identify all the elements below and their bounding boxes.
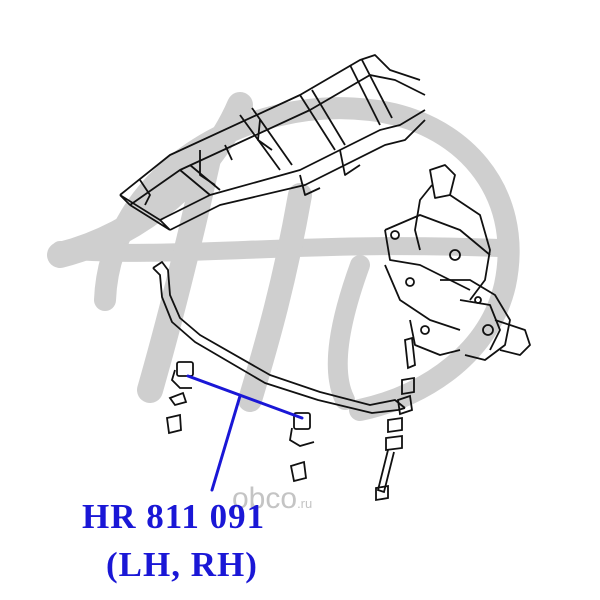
- part-number-label: HR 811 091: [82, 497, 266, 536]
- watermark-logo: [47, 92, 520, 421]
- stabilizer-link: [375, 336, 416, 502]
- bushing-right: [289, 412, 315, 483]
- bushing-left: [165, 361, 194, 435]
- stabilizer-bar: [152, 261, 406, 414]
- callout-lines: [186, 374, 304, 492]
- side-label: (LH, RH): [106, 545, 258, 584]
- watermark-text: obco.ru: [232, 482, 313, 515]
- vehicle-frame: [119, 54, 426, 231]
- steering-knuckle-assembly: [384, 164, 531, 361]
